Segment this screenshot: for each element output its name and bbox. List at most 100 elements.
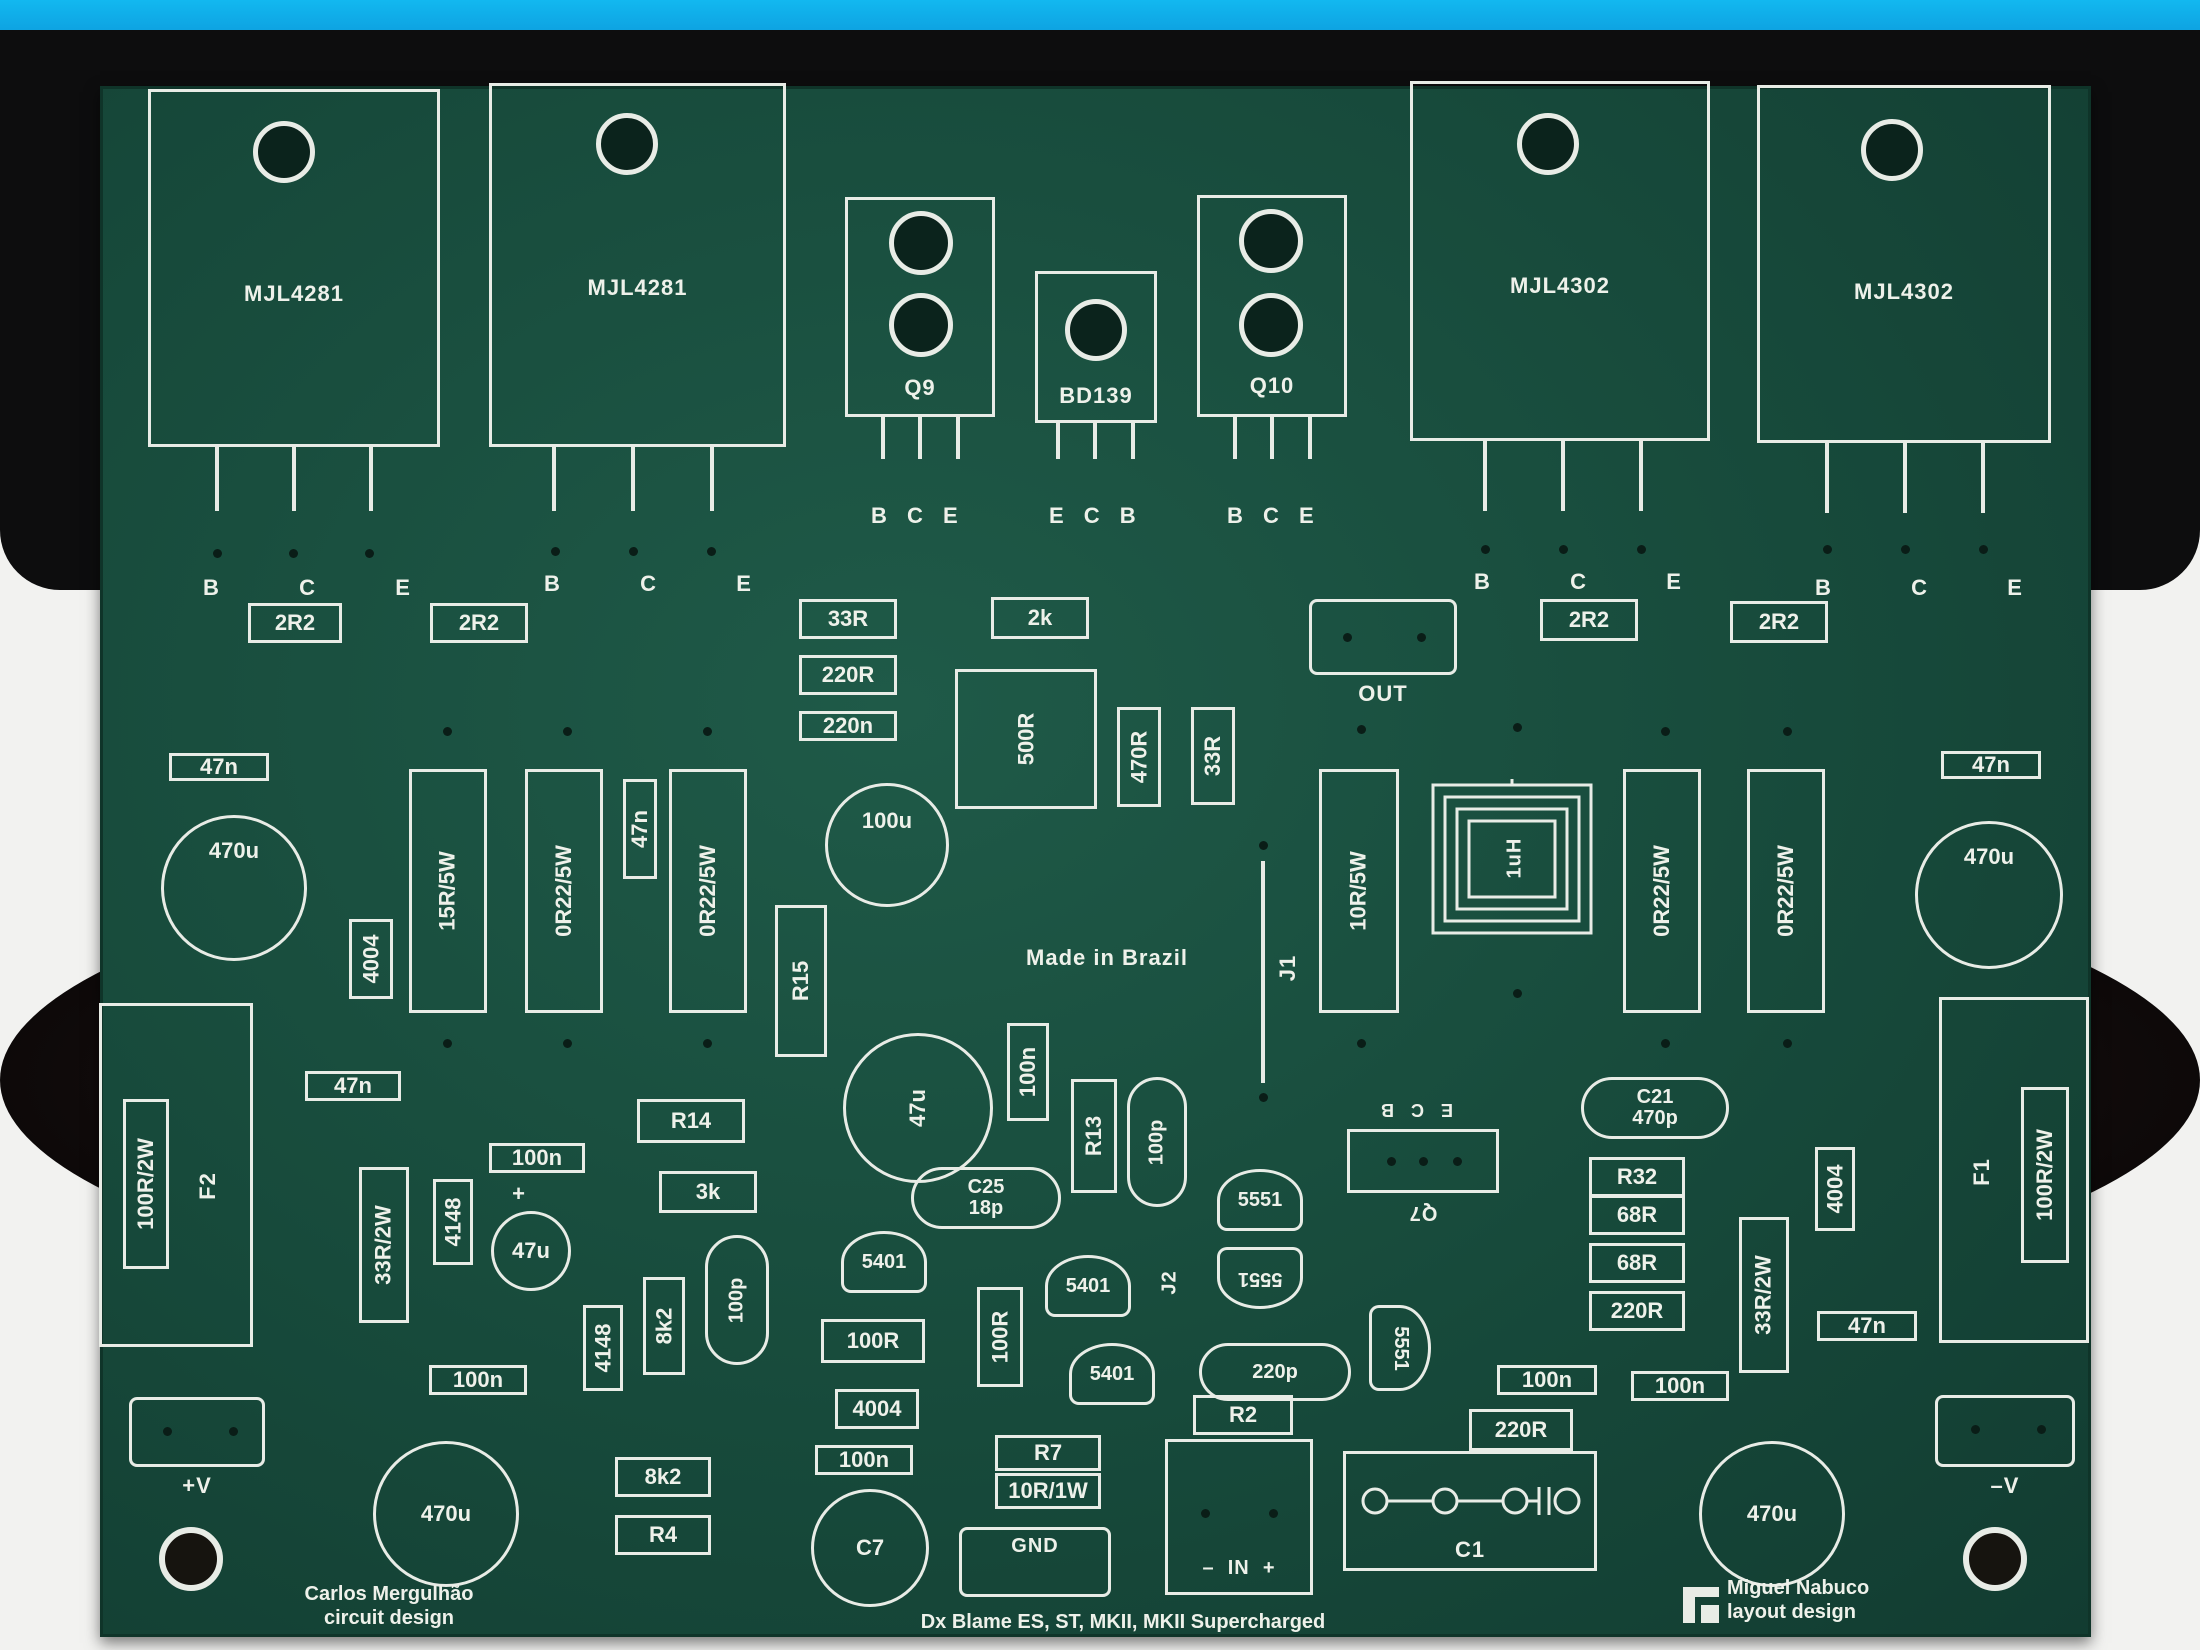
diode-4148-b: 4148 [583,1305,623,1391]
fuse-holder-right [1939,997,2089,1343]
resistor-100r-vertical: 100R [977,1287,1023,1387]
capacitor-470u-bottom-right: 470u [1699,1441,1845,1587]
lead [1093,423,1097,459]
resistor-100r-2w-left: 100R/2W [123,1099,169,1269]
capacitor-47n-tr: 47n [1941,751,2041,779]
q10-pins: B C E [1227,503,1314,528]
resistor-33r-2w-left: 33R/2W [359,1167,409,1323]
resistor-33r-top: 33R [799,599,897,639]
resistor-470r: 470R [1117,707,1161,807]
vplus-pad [163,1427,172,1436]
fuse-f2-label: F2 [195,1172,220,1200]
resistor-2k: 2k [991,597,1089,639]
q10-label: Q10 [1249,373,1295,398]
transistor-5551-a: 5551 [1217,1169,1303,1231]
q7-outline [1347,1129,1499,1193]
q7-pins: E C B [1381,1100,1454,1120]
lead [881,417,885,459]
resistor-15r-5w: 15R/5W [409,769,487,1013]
q10-outline [1197,195,1347,417]
q9-hole-2 [889,293,953,357]
made-in-brazil-label: Made in Brazil [1026,945,1188,970]
via [1783,1039,1792,1048]
via [289,549,298,558]
capacitor-100n-b: 100n [429,1365,527,1395]
bd139-hole [1065,299,1127,361]
resistor-r7: R7 [995,1435,1101,1471]
vminus-connector [1935,1395,2075,1467]
credit-right-role: layout design [1727,1601,1856,1623]
q10-hole-2 [1239,293,1303,357]
via [1357,1039,1366,1048]
via [563,727,572,736]
resistor-68r-b: 68R [1589,1243,1685,1283]
vplus-label: +V [182,1473,212,1498]
transistor-5401-c: 5401 [1069,1343,1155,1405]
fuse-f1-label: F1 [1969,1158,1994,1186]
resistor-8k2-vertical: 8k2 [643,1277,685,1375]
via [1661,1039,1670,1048]
lead [918,417,922,459]
vminus-label: –V [1990,1473,2020,1498]
via [1783,727,1792,736]
transistor-outline-1 [148,89,440,447]
capacitor-470u-left: 470u [161,815,307,961]
j1-label: J1 [1275,954,1300,982]
transistor-5401-b: 5401 [1045,1255,1131,1317]
transistor-outline-4 [1757,85,2051,443]
transistor-4-label: MJL4302 [1854,279,1954,304]
resistor-10r-1w: 10R/1W [995,1473,1101,1509]
transistor-4-pins: B C E [1815,575,2022,600]
lead [956,417,960,459]
capacitor-220n: 220n [799,711,897,741]
input-connector [1165,1439,1313,1595]
resistor-r2: R2 [1193,1395,1293,1435]
resistor-2r2-a: 2R2 [248,603,342,643]
lead [1233,417,1237,459]
capacitor-470u-bottom-left: 470u [373,1441,519,1587]
mounting-hole-t4 [1861,119,1923,181]
transistor-outline-3 [1410,81,1710,441]
via [1513,989,1522,998]
input-label: – IN + [1202,1557,1276,1579]
via [1259,841,1268,850]
via [1901,545,1910,554]
j1-jumper-line [1261,861,1265,1083]
lead [1483,441,1487,511]
resistor-33r-2w-right: 33R/2W [1739,1217,1789,1373]
diode-4004-b: 4004 [835,1389,919,1429]
capacitor-100n-e: 100n [815,1445,913,1475]
resistor-100r-horizontal: 100R [821,1319,925,1363]
via [365,549,374,558]
resistor-r13: R13 [1071,1079,1117,1193]
resistor-2r2-b: 2R2 [430,603,528,643]
capacitor-47u-small: 47u [491,1211,571,1291]
via [629,547,638,556]
resistor-33r-v: 33R [1191,707,1235,805]
transistor-outline-2 [489,83,786,447]
input-pad [1201,1509,1210,1518]
lead [710,447,714,511]
transistor-5551-b: 5551 [1217,1247,1303,1309]
via [707,547,716,556]
bd139-pins: E C B [1049,503,1136,528]
capacitor-100p-a: 100p [1127,1077,1187,1207]
capacitor-470u-right: 470u [1915,821,2063,969]
credit-left-name: Carlos Mergulhão [304,1583,474,1605]
lead [1056,423,1060,459]
out-pad [1343,633,1352,642]
mounting-hole-bottom-right [1963,1527,2027,1591]
lead [1825,443,1829,513]
diode-4148-a: 4148 [433,1179,473,1265]
resistor-r32: R32 [1589,1157,1685,1197]
input-pad [1269,1509,1278,1518]
resistor-220r-a: 220R [1589,1291,1685,1331]
out-label: OUT [1358,681,1408,706]
via [1481,545,1490,554]
capacitor-100p-b: 100p [705,1235,769,1365]
capacitor-47n-vertical: 47n [623,779,657,879]
q7-label: Q7 [1408,1202,1438,1224]
mounting-hole-t3 [1517,113,1579,175]
transistor-1-pins: B C E [203,575,410,600]
j2-label: J2 [1158,1270,1181,1295]
